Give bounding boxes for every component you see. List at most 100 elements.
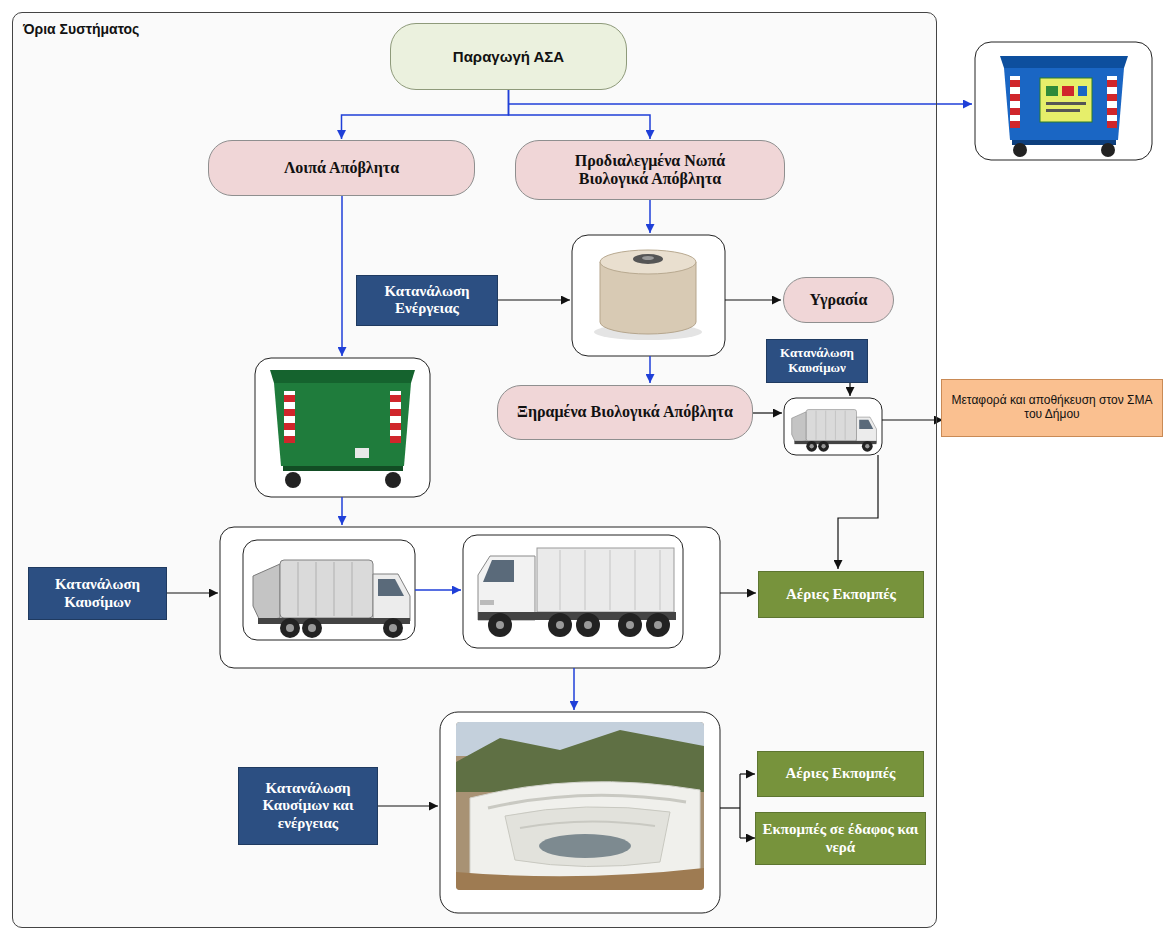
waste-bin-part: [390, 436, 401, 443]
node-label: Παραγωγή ΑΣΑ: [453, 48, 564, 65]
destination-box: Μεταφορά και αποθήκευση στον ΣΜΑ του Δήμ…: [941, 379, 1163, 437]
waste-bin-part: [283, 466, 403, 471]
waste-bin: [255, 358, 430, 497]
waste-bin-part: [285, 472, 301, 488]
waste-stream-box: Λοιπά Απόβλητα: [208, 140, 475, 196]
dump-truck-part: [618, 613, 642, 637]
recycling-bin-part: [1062, 86, 1074, 96]
landfill-photo-part: [440, 712, 720, 913]
recycling-bin-part: [1010, 121, 1020, 128]
flow-arrows-part: [649, 200, 651, 233]
recycling-bin-part: [1078, 86, 1087, 96]
dump-truck-part: [585, 550, 586, 610]
recycling-bin-part: [1046, 102, 1086, 105]
dump-truck-part: [537, 548, 674, 612]
waste-bin-part: [284, 423, 295, 430]
dump-truck-part: [480, 600, 494, 605]
transport-group-part: [220, 527, 720, 668]
node-label: Κατανάλωση Καυσίμων: [771, 346, 863, 376]
recycling-bin-part: [1004, 68, 1124, 140]
transport-group: [220, 527, 720, 668]
input-output-arrows-part: [740, 837, 755, 838]
input-output-arrows-part: [753, 412, 782, 413]
input-box: Κατανάλωση Καυσίμων: [766, 339, 868, 383]
waste-bin-part: [355, 448, 369, 458]
dump-truck-part: [610, 550, 611, 610]
source-box: Παραγωγή ΑΣΑ: [390, 23, 627, 90]
input-output-arrows-part: [720, 807, 740, 808]
waste-bin-part: [274, 383, 411, 466]
food-waste-dryer-part: [572, 235, 725, 356]
waste-stream-box: Ξηραμένα Βιολογικά Απόβλητα: [497, 385, 753, 440]
node-label: Ξηραμένα Βιολογικά Απόβλητα: [517, 403, 733, 421]
emission-box: Εκπομπές σε έδαφος και νερά: [755, 812, 926, 865]
waste-bin-part: [385, 472, 401, 488]
flow-arrows-part: [415, 589, 461, 591]
collection-truck-small: [784, 398, 882, 455]
recycling-bin-part: [1000, 56, 1128, 68]
flow-arrows-part: [573, 668, 575, 710]
dump-truck-part: [576, 613, 600, 637]
node-label: Μεταφορά και αποθήκευση στον ΣΜΑ του Δήμ…: [950, 394, 1154, 422]
recycling-bin-part: [1107, 80, 1117, 87]
recycling-bin-part: [1107, 121, 1117, 128]
recycling-bin-part: [1107, 108, 1117, 115]
node-label: Λοιπά Απόβλητα: [284, 159, 399, 177]
recycling-bin-part: [1107, 94, 1117, 101]
dump-truck-part: [488, 613, 512, 637]
recycling-bin-part: [1010, 94, 1020, 101]
input-output-arrows-part: [720, 592, 756, 593]
landfill-photo-part: [456, 722, 704, 890]
input-output-arrows-part: [882, 419, 943, 420]
waste-bin-part: [284, 391, 295, 443]
input-output-arrows-part: [165, 592, 218, 593]
emission-box: Αέριες Εκπομπές: [758, 571, 924, 618]
food-waste-dryer: [572, 235, 725, 356]
node-label: Προδιαλεγμένα Νωπά Βιολογικά Απόβλητα: [542, 152, 758, 189]
transport-group-part: [243, 540, 415, 640]
landfill-photo: [440, 712, 720, 913]
recycling-bin-part: [975, 42, 1152, 160]
landfill-photo-part-part: [456, 722, 704, 890]
recycling-bin-part: [1013, 143, 1027, 157]
input-output-arrows-part: [849, 382, 850, 396]
node-label: Κατανάλωση Ενέργειας: [363, 283, 491, 318]
collection-truck-small-part: [784, 398, 882, 455]
waste-bin-part: [284, 395, 295, 402]
node-label: Υγρασία: [810, 291, 868, 309]
dump-truck-part: [646, 613, 670, 637]
waste-bin-part: [270, 370, 415, 383]
dump-truck-part: [660, 550, 661, 610]
node-label: Αέριες Εκπομπές: [786, 765, 896, 782]
input-output-arrows-part: [739, 774, 740, 838]
node-label: Κατανάλωση Καυσίμων: [35, 576, 160, 611]
recycling-bin-part: [1010, 80, 1020, 87]
system-boundary: Όρια ΣυστήματοςΠαραγωγή ΑΣΑΛοιπά Απόβλητ…: [12, 12, 937, 928]
input-output-arrows-part: [376, 805, 438, 806]
collection-truck-small-part: [792, 410, 877, 452]
recycling-bin-part: [1046, 109, 1080, 112]
flow-arrows-part: [508, 103, 972, 105]
node-label: Εκπομπές σε έδαφος και νερά: [762, 821, 919, 856]
waste-bin-part: [390, 395, 401, 402]
landfill-photo-part-part: [539, 834, 631, 858]
transport-group-part: [253, 560, 410, 638]
dump-truck: [478, 548, 676, 637]
recycling-bin: [975, 42, 1152, 160]
landfill-photo-part-part: [456, 868, 704, 890]
flow-connector: [509, 90, 651, 139]
input-output-arrows-part: [496, 299, 570, 300]
node-label: Αέριες Εκπομπές: [786, 586, 896, 603]
system-ground: [12, 12, 937, 928]
food-waste-dryer-part: [633, 254, 663, 264]
flow-arrows-part: [649, 356, 651, 383]
transport-group-part: [463, 535, 683, 648]
input-box: Κατανάλωση Καυσίμων: [28, 567, 167, 620]
dump-truck-part: [548, 613, 572, 637]
recycling-bin-part: [1101, 143, 1115, 157]
waste-bin-part: [284, 409, 295, 416]
dump-truck-part: [635, 550, 636, 610]
emission-box: Αέριες Εκπομπές: [757, 751, 924, 797]
